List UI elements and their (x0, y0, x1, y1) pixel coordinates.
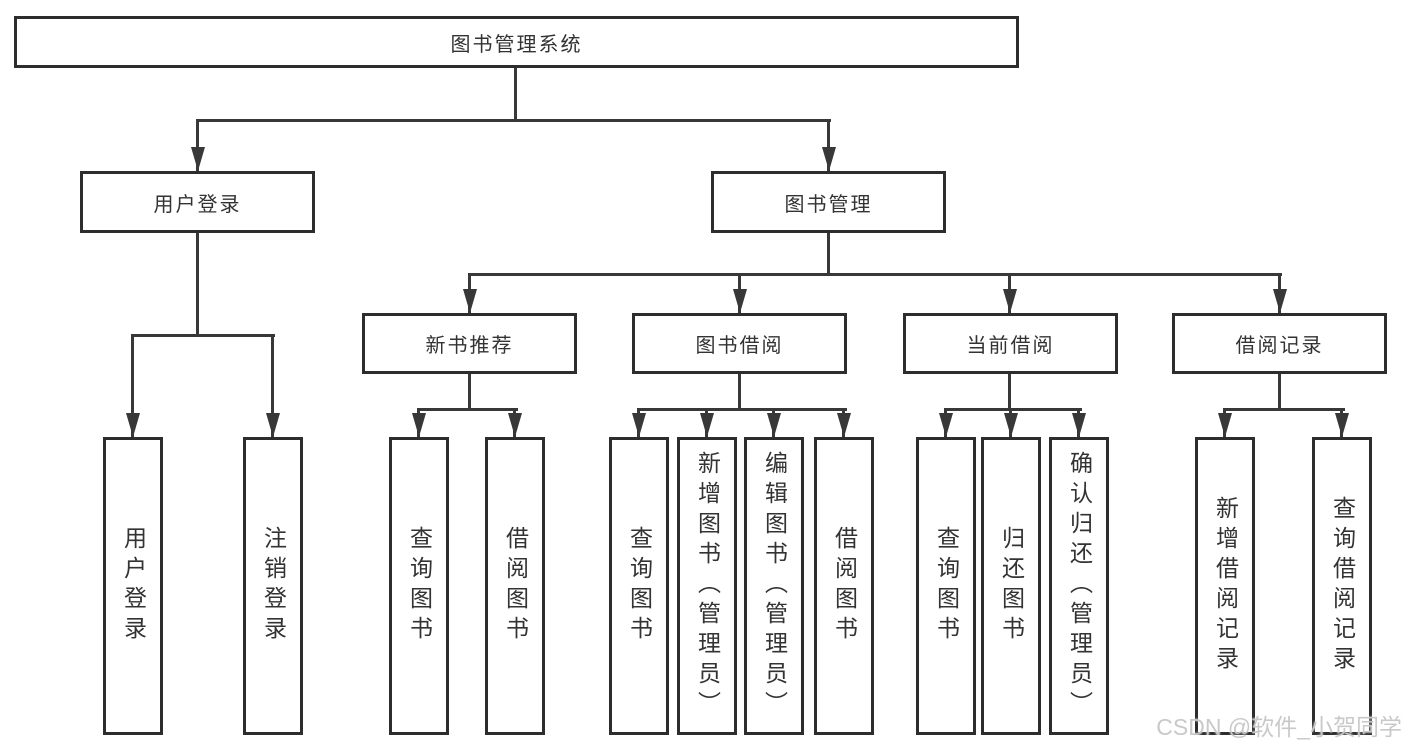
connector-line (1008, 374, 1011, 411)
connector-line (514, 68, 517, 121)
leaf-add-books-admin-label: 新增图书（管理员） (694, 451, 721, 721)
leaf-return-books: 归还图书 (981, 437, 1041, 735)
arrowhead-icon (412, 413, 426, 437)
node-user-login: 用户登录 (80, 171, 315, 233)
arrowhead-icon (1273, 289, 1287, 313)
arrowhead-icon (822, 147, 836, 171)
leaf-edit-books-admin-label: 编辑图书（管理员） (761, 451, 788, 721)
leaf-borrow-borrow-books: 借阅图书 (814, 437, 874, 735)
node-borrow-records-label: 借阅记录 (1235, 335, 1324, 357)
leaf-user-login-label: 用户登录 (120, 526, 147, 646)
leaf-add-borrow-record-label: 新增借阅记录 (1212, 496, 1239, 676)
node-current-borrow-label: 当前借阅 (966, 335, 1055, 357)
connector-line (1278, 374, 1281, 411)
leaf-add-borrow-record: 新增借阅记录 (1195, 437, 1255, 735)
connector-line (637, 408, 847, 411)
arrowhead-icon (1335, 413, 1349, 437)
arrowhead-icon (837, 413, 851, 437)
arrowhead-icon (463, 289, 477, 313)
node-book-borrow: 图书借阅 (632, 313, 847, 374)
arrowhead-icon (1218, 413, 1232, 437)
leaf-query-borrow-record: 查询借阅记录 (1312, 437, 1372, 735)
arrowhead-icon (1072, 413, 1086, 437)
leaf-recommend-borrow-books: 借阅图书 (485, 437, 545, 735)
connector-line (196, 119, 199, 171)
node-book-management: 图书管理 (711, 171, 946, 233)
leaf-logout: 注销登录 (243, 437, 303, 735)
leaf-recommend-query-books-label: 查询图书 (406, 526, 433, 646)
connector-line (468, 374, 471, 411)
arrowhead-icon (733, 289, 747, 313)
leaf-current-query-books-label: 查询图书 (933, 526, 960, 646)
node-current-borrow: 当前借阅 (903, 313, 1118, 374)
leaf-return-books-label: 归还图书 (998, 526, 1025, 646)
leaf-user-login: 用户登录 (103, 437, 163, 735)
leaf-edit-books-admin: 编辑图书（管理员） (744, 437, 804, 735)
arrowhead-icon (191, 147, 205, 171)
node-new-book-recommend: 新书推荐 (362, 313, 577, 374)
node-new-book-recommend-label: 新书推荐 (425, 335, 514, 357)
connector-line (827, 119, 830, 171)
node-book-borrow-label: 图书借阅 (695, 335, 784, 357)
arrowhead-icon (939, 413, 953, 437)
connector-line (468, 273, 1282, 276)
arrowhead-icon (767, 413, 781, 437)
connector-line (827, 233, 830, 276)
arrowhead-icon (266, 413, 280, 437)
node-user-login-label: 用户登录 (153, 193, 242, 216)
leaf-logout-label: 注销登录 (260, 526, 287, 646)
connector-line (197, 119, 831, 122)
arrowhead-icon (700, 413, 714, 437)
connector-line (738, 374, 741, 411)
arrowhead-icon (1003, 289, 1017, 313)
arrowhead-icon (1004, 413, 1018, 437)
connector-line (196, 233, 199, 337)
leaf-confirm-return-admin-label: 确认归还（管理员） (1066, 451, 1093, 721)
arrowhead-icon (126, 413, 140, 437)
leaf-recommend-borrow-books-label: 借阅图书 (502, 526, 529, 646)
node-borrow-records: 借阅记录 (1172, 313, 1387, 374)
connector-line (417, 408, 518, 411)
arrowhead-icon (508, 413, 522, 437)
node-root-label: 图书管理系统 (450, 33, 583, 56)
leaf-query-borrow-record-label: 查询借阅记录 (1329, 496, 1356, 676)
watermark: CSDN @软件_小贺同学 (1156, 714, 1402, 740)
connector-line (131, 334, 275, 337)
leaf-borrow-query-books: 查询图书 (609, 437, 669, 735)
leaf-borrow-borrow-books-label: 借阅图书 (831, 526, 858, 646)
leaf-recommend-query-books: 查询图书 (389, 437, 449, 735)
node-root-system: 图书管理系统 (14, 16, 1019, 68)
arrowhead-icon (632, 413, 646, 437)
leaf-current-query-books: 查询图书 (916, 437, 976, 735)
connector-line (131, 334, 134, 437)
leaf-confirm-return-admin: 确认归还（管理员） (1049, 437, 1109, 735)
connector-line (944, 408, 1082, 411)
connector-line (1223, 408, 1345, 411)
connector-line (271, 334, 274, 437)
leaf-add-books-admin: 新增图书（管理员） (677, 437, 737, 735)
leaf-borrow-query-books-label: 查询图书 (626, 526, 653, 646)
node-book-management-label: 图书管理 (784, 193, 873, 216)
